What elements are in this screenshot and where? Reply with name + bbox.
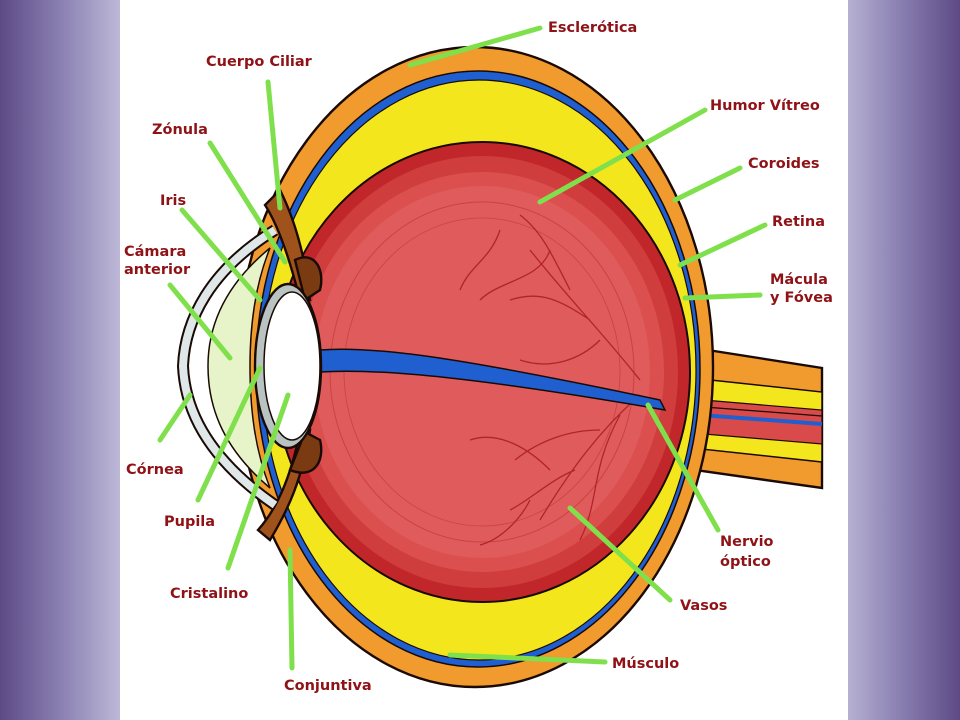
label-vasos: Vasos xyxy=(680,598,727,614)
leader-zonula xyxy=(207,140,288,265)
leader-humor-vitreo xyxy=(537,107,708,205)
label-nervio-optico-1: Nervio xyxy=(720,534,774,550)
leader-cuerpo-ciliar xyxy=(265,79,283,211)
leader-macula xyxy=(682,292,763,301)
leader-retina xyxy=(677,222,768,268)
label-macula-2: y Fóvea xyxy=(770,290,833,306)
label-musculo: Músculo xyxy=(612,656,679,672)
label-conjuntiva: Conjuntiva xyxy=(284,678,372,694)
leader-musculo xyxy=(447,652,608,665)
leader-camara-anterior xyxy=(167,282,233,361)
label-cornea: Córnea xyxy=(126,462,184,478)
label-esclerotica: Esclerótica xyxy=(548,20,637,36)
label-camara-anterior-1: Cámara xyxy=(124,244,186,260)
label-coroides: Coroides xyxy=(748,156,820,172)
label-nervio-optico-2: óptico xyxy=(720,554,771,570)
label-humor-vitreo: Humor Vítreo xyxy=(710,98,820,114)
label-retina: Retina xyxy=(772,214,825,230)
blood-vessels xyxy=(459,214,641,546)
label-camara-anterior-2: anterior xyxy=(124,262,191,278)
label-zonula: Zónula xyxy=(152,122,208,138)
leader-lines xyxy=(157,25,768,671)
diagram-panel: Esclerótica Cuerpo Ciliar Zónula Iris Cá… xyxy=(120,0,848,720)
label-pupila: Pupila xyxy=(164,514,215,530)
leader-nervio-optico xyxy=(645,402,721,533)
leader-cristalino xyxy=(225,392,291,571)
leader-coroides xyxy=(672,165,743,203)
leader-iris xyxy=(179,207,263,303)
leader-cornea xyxy=(157,392,193,443)
label-iris: Iris xyxy=(160,193,186,209)
eye-anatomy-diagram: Esclerótica Cuerpo Ciliar Zónula Iris Cá… xyxy=(124,20,833,694)
anterior-chamber xyxy=(207,247,271,489)
leader-vasos xyxy=(567,505,673,603)
cornea xyxy=(176,224,279,510)
label-cristalino: Cristalino xyxy=(170,586,248,602)
label-cuerpo-ciliar: Cuerpo Ciliar xyxy=(206,54,313,70)
vitreous-humor xyxy=(273,141,691,603)
leader-conjuntiva xyxy=(287,547,295,671)
leader-pupila xyxy=(195,365,263,503)
label-macula-1: Mácula xyxy=(770,272,828,288)
lens xyxy=(253,282,323,450)
leader-esclerotica xyxy=(407,25,543,68)
labels: Esclerótica Cuerpo Ciliar Zónula Iris Cá… xyxy=(124,20,833,694)
